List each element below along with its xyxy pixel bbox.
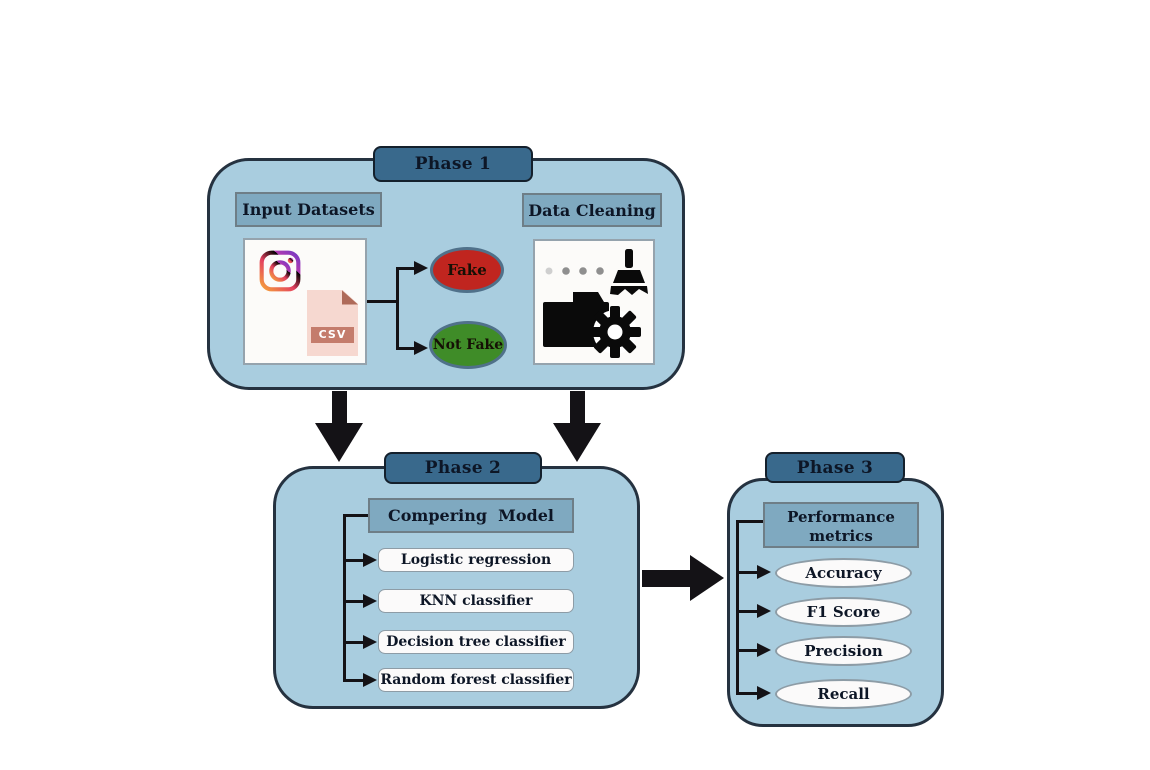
not-fake-oval: Not Fake xyxy=(429,321,507,369)
connector-line xyxy=(739,692,757,695)
connector-line xyxy=(367,300,399,303)
model-box-random-forest: Random forest classifier xyxy=(378,668,574,692)
csv-file-icon: CSV xyxy=(307,290,358,356)
phase3-title: Phase 3 xyxy=(765,452,905,483)
arrowhead-icon xyxy=(757,604,771,618)
arrowhead-icon xyxy=(757,686,771,700)
connector-line xyxy=(739,649,757,652)
model-box-knn-classifier: KNN classifier xyxy=(378,589,574,613)
model-box-logistic-regression: Logistic regression xyxy=(378,548,574,572)
instagram-icon xyxy=(258,249,302,293)
arrowhead-icon xyxy=(363,635,377,649)
connector-line xyxy=(739,520,763,523)
arrow-down-right xyxy=(570,391,585,424)
performance-metrics-header: Performance metrics xyxy=(763,502,919,548)
arrow-right-head-icon xyxy=(690,555,724,601)
connector-line xyxy=(739,610,757,613)
arrow-down-right-head-icon xyxy=(553,423,601,462)
metric-oval-recall: Recall xyxy=(775,679,912,709)
arrowhead-icon xyxy=(757,643,771,657)
metric-oval-accuracy: Accuracy xyxy=(775,558,912,588)
connector-line xyxy=(346,514,368,517)
csv-badge: CSV xyxy=(310,326,355,343)
metric-oval-f1-score: F1 Score xyxy=(775,597,912,627)
fake-oval: Fake xyxy=(430,247,504,293)
connector-line xyxy=(346,641,364,644)
connector-line xyxy=(399,267,415,270)
connector-line xyxy=(346,600,364,603)
arrowhead-icon xyxy=(363,594,377,608)
arrowhead-icon xyxy=(414,341,428,355)
connector-line xyxy=(736,520,739,695)
connector-line xyxy=(396,267,399,350)
arrow-right xyxy=(642,570,690,587)
connector-line xyxy=(346,559,364,562)
phase1-title: Phase 1 xyxy=(373,146,533,182)
data-cleaning-icon xyxy=(533,239,655,365)
connector-line xyxy=(343,514,346,682)
phase2-title: Phase 2 xyxy=(384,452,542,484)
data-cleaning-label: Data Cleaning xyxy=(522,193,662,227)
input-datasets-label: Input Datasets xyxy=(235,192,382,227)
connector-line xyxy=(346,679,364,682)
arrowhead-icon xyxy=(757,565,771,579)
arrow-down-left-head-icon xyxy=(315,423,363,462)
arrowhead-icon xyxy=(363,673,377,687)
arrowhead-icon xyxy=(414,261,428,275)
input-datasets-image-box: CSV xyxy=(243,238,367,365)
connector-line xyxy=(739,571,757,574)
arrowhead-icon xyxy=(363,553,377,567)
arrow-down-left xyxy=(332,391,347,424)
model-box-decision-tree: Decision tree classifier xyxy=(378,630,574,654)
comparing-model-header: Compering Model xyxy=(368,498,574,533)
connector-line xyxy=(399,347,415,350)
metric-oval-precision: Precision xyxy=(775,636,912,666)
